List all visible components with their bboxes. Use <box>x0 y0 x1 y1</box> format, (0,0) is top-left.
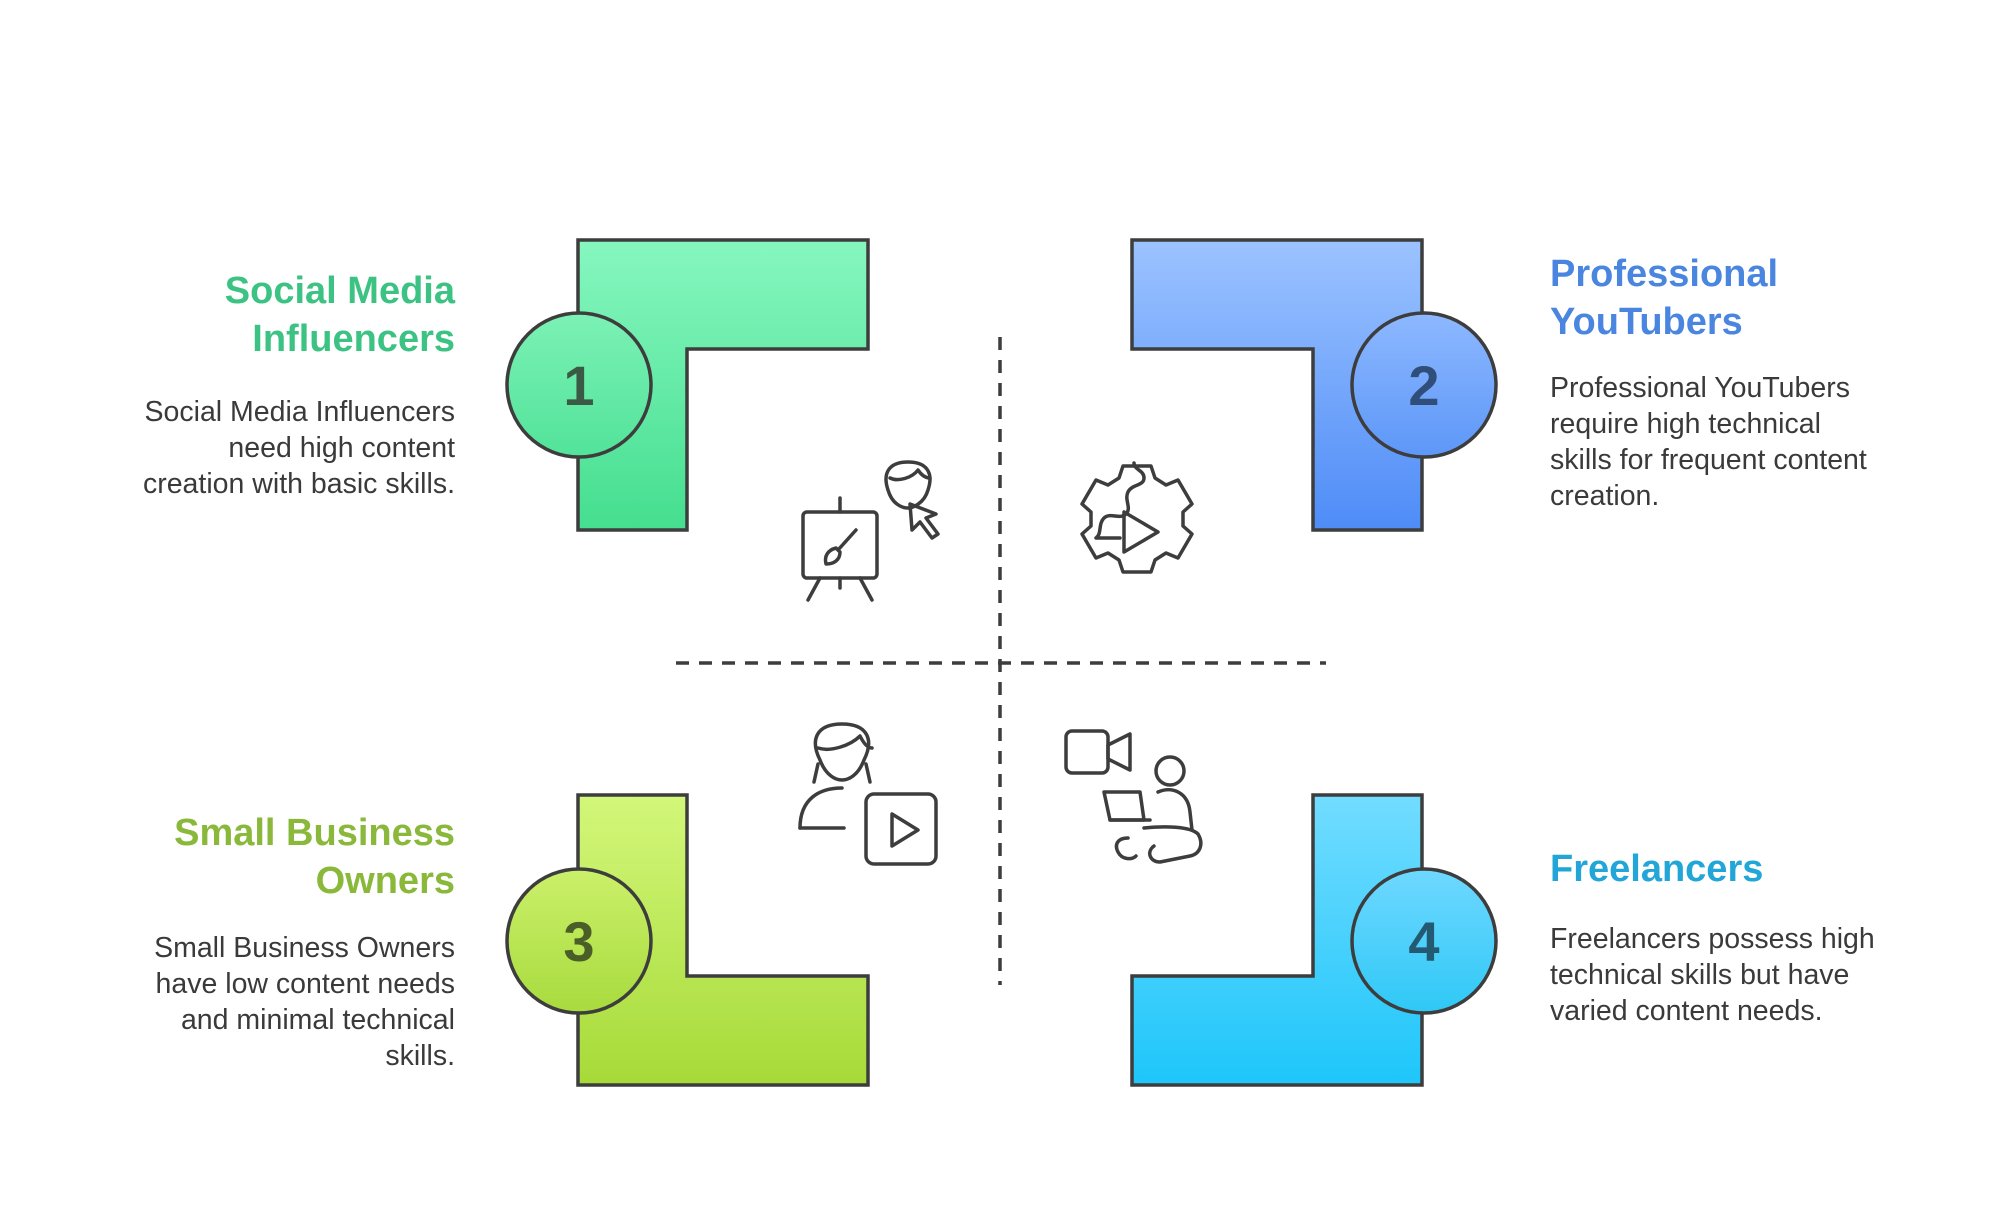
quadrant-3-title-line-1: Small Business <box>174 812 455 854</box>
quadrant-1-title-line-1: Social Media <box>224 270 455 312</box>
quadrant-3-desc-line-1: Small Business Owners <box>154 932 455 964</box>
quadrant-2-shape <box>1130 238 1424 532</box>
quadrant-3-description: Small Business Owners have low content n… <box>90 930 455 1074</box>
quadrant-1-title-line-2: Influencers <box>252 318 455 360</box>
gear-play-icon <box>1080 461 1194 574</box>
quadrant-4-title: Freelancers <box>1550 845 1930 893</box>
quadrant-1-title: Social Media Influencers <box>90 267 455 363</box>
quadrant-2-title-line-1: Professional <box>1550 253 1779 295</box>
quadrant-3-title-line-2: Owners <box>315 860 455 902</box>
badge-1-number: 1 <box>563 354 594 417</box>
quadrant-3-shape <box>576 793 870 1087</box>
quadrant-1-description: Social Media Influencers need high conte… <box>90 394 455 502</box>
quadrant-4-desc-line-1: Freelancers possess high <box>1550 923 1875 955</box>
quadrant-2-title: Professional YouTubers <box>1550 250 1930 346</box>
quadrant-1-desc-line-1: Social Media Influencers <box>144 396 456 428</box>
quadrant-3-desc-line-3: and minimal technical <box>180 1004 455 1036</box>
badge-3-number: 3 <box>563 910 594 973</box>
quadrant-4-shape <box>1130 793 1424 1087</box>
badge-1: 1 <box>505 311 653 459</box>
camera-laptop-person-icon <box>1064 729 1203 864</box>
quadrant-3-desc-line-4: skills. <box>385 1040 455 1072</box>
quadrant-4-desc-line-3: varied content needs. <box>1550 995 1823 1027</box>
badge-2: 2 <box>1350 311 1498 459</box>
quadrant-4-description: Freelancers possess high technical skill… <box>1550 921 1920 1029</box>
quadrant-2-desc-line-1: Professional YouTubers <box>1550 372 1850 404</box>
quadrant-4-title-line-1: Freelancers <box>1550 848 1764 890</box>
quadrant-1-desc-line-3: creation with basic skills. <box>142 468 455 500</box>
quadrant-4-desc-line-2: technical skills but have <box>1550 959 1850 991</box>
badge-4: 4 <box>1350 867 1498 1015</box>
quadrant-2-description: Professional YouTubers require high tech… <box>1550 370 1920 514</box>
quadrant-2-desc-line-4: creation. <box>1550 480 1660 512</box>
quadrant-1-desc-line-2: need high content <box>228 432 455 464</box>
badge-3: 3 <box>505 867 653 1015</box>
quadrant-1-shape <box>576 238 870 532</box>
quadrant-3-title: Small Business Owners <box>90 809 455 905</box>
quadrant-2-desc-line-2: require high technical <box>1550 408 1821 440</box>
quadrant-2-title-line-2: YouTubers <box>1550 301 1743 343</box>
person-video-icon <box>798 722 938 866</box>
badge-4-number: 4 <box>1408 910 1439 973</box>
badge-2-number: 2 <box>1408 354 1439 417</box>
quadrant-2-desc-line-3: skills for frequent content <box>1550 444 1867 476</box>
easel-artist-icon <box>801 460 940 602</box>
quadrant-3-desc-line-2: have low content needs <box>155 968 455 1000</box>
